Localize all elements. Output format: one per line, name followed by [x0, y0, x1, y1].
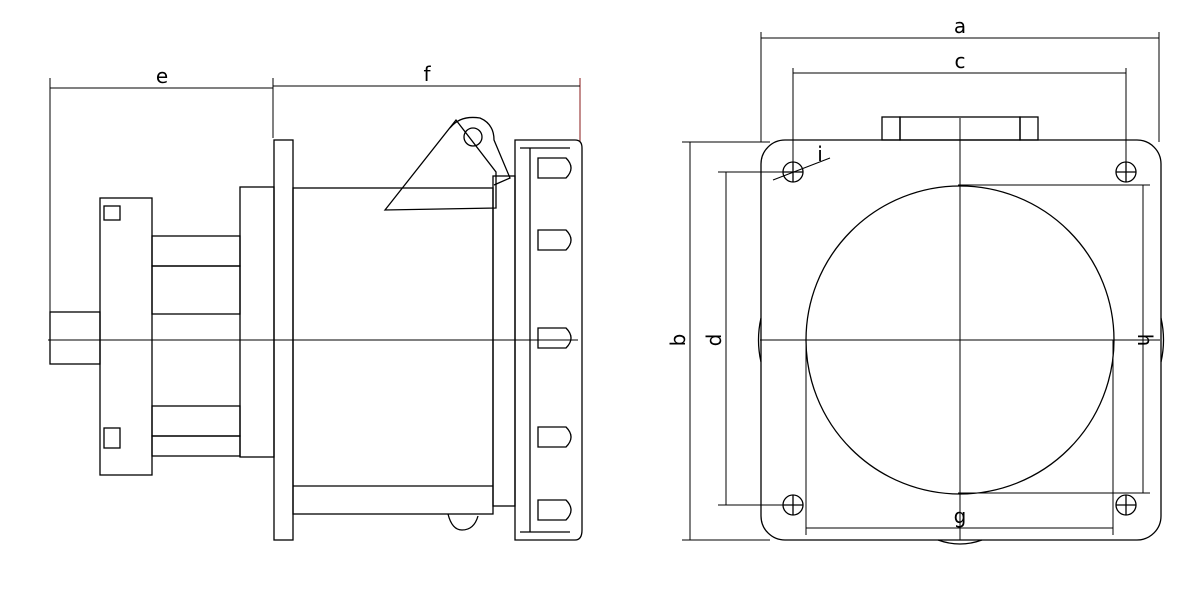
label-a: a	[954, 14, 966, 38]
mounting-holes	[772, 157, 1137, 516]
label-c: c	[955, 49, 966, 73]
label-i: i	[817, 142, 823, 166]
dimension-labels: e f a c b d h g i	[156, 14, 1157, 528]
label-h: h	[1133, 334, 1157, 347]
label-d: d	[702, 334, 726, 347]
label-e: e	[156, 64, 168, 88]
dimension-e-f	[49, 78, 581, 312]
side-view	[48, 78, 583, 541]
front-view	[682, 32, 1165, 545]
dimension-a-c	[760, 32, 1160, 170]
dimension-b-d-h-g	[682, 141, 1150, 541]
label-g: g	[954, 504, 967, 528]
label-b: b	[666, 334, 690, 347]
label-f: f	[423, 62, 431, 86]
